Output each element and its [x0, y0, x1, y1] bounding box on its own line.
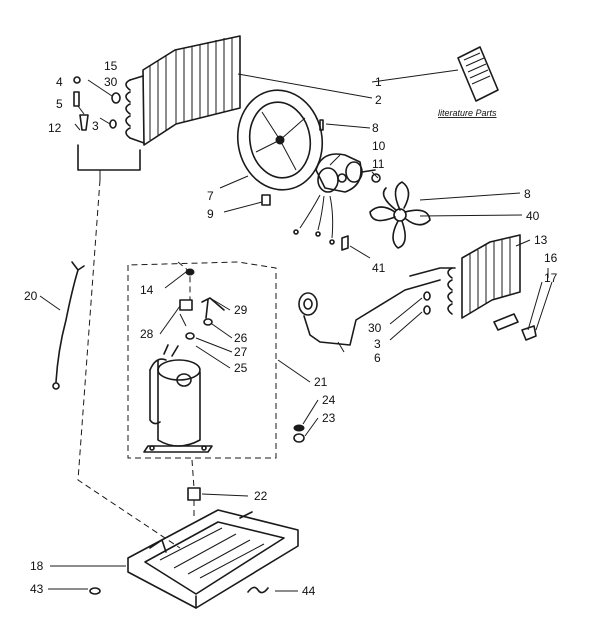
callout-25: 25 — [234, 361, 248, 375]
spring-clip — [247, 586, 269, 594]
callout-4: 4 — [56, 75, 63, 89]
callout-21: 21 — [314, 375, 328, 389]
compressor-fittings — [179, 268, 225, 340]
callout-30-left: 30 — [104, 75, 118, 89]
small-parts-top-left — [73, 76, 141, 171]
callout-8-right: 8 — [524, 187, 531, 201]
literature-parts-label: literature Parts — [438, 108, 497, 118]
condenser-coil — [125, 35, 241, 146]
evaporator-coil — [409, 234, 521, 319]
mounting-grommets — [187, 424, 305, 501]
callout-29: 29 — [234, 303, 248, 317]
fan-shroud — [236, 89, 324, 206]
callout-40: 40 — [526, 209, 540, 223]
callout-3-right: 3 — [374, 337, 381, 351]
callout-2: 2 — [375, 93, 382, 107]
callout-18: 18 — [30, 559, 44, 573]
callout-3-left: 3 — [92, 119, 99, 133]
callout-14: 14 — [140, 283, 154, 297]
refrigerant-tube — [298, 279, 441, 346]
small-parts-right — [423, 291, 537, 341]
compressor — [143, 344, 213, 453]
callout-44: 44 — [302, 584, 316, 598]
callout-8-top: 8 — [372, 121, 379, 135]
callout-24: 24 — [322, 393, 336, 407]
leader-lines — [39, 69, 553, 592]
callout-20: 20 — [24, 289, 38, 303]
callout-16: 16 — [544, 251, 558, 265]
assembly-lines — [77, 170, 195, 549]
callout-1: 1 — [375, 75, 382, 89]
power-cord — [52, 261, 85, 390]
callout-27: 27 — [234, 345, 248, 359]
callout-26: 26 — [234, 331, 248, 345]
callout-22: 22 — [254, 489, 268, 503]
callout-12: 12 — [48, 121, 62, 135]
callout-11: 11 — [372, 157, 385, 171]
callout-13: 13 — [534, 233, 548, 247]
callout-10: 10 — [372, 139, 386, 153]
callout-30-right: 30 — [368, 321, 382, 335]
callout-5: 5 — [56, 97, 63, 111]
callout-28: 28 — [140, 327, 154, 341]
literature-booklet: literature Parts — [438, 46, 499, 118]
callout-43: 43 — [30, 582, 44, 596]
callout-9: 9 — [207, 207, 214, 221]
compressor-assembly-box — [127, 261, 277, 459]
callout-41: 41 — [372, 261, 386, 275]
base-pan — [89, 509, 299, 609]
callout-15: 15 — [104, 59, 118, 73]
fan-motor — [293, 153, 381, 245]
callout-17: 17 — [544, 271, 558, 285]
callout-23: 23 — [322, 411, 336, 425]
callout-labels: 1 2 3 3 4 5 6 7 8 8 9 10 11 12 13 14 15 … — [24, 59, 558, 598]
callout-6: 6 — [374, 351, 381, 365]
fan-blade — [341, 181, 431, 251]
callout-7: 7 — [207, 189, 214, 203]
